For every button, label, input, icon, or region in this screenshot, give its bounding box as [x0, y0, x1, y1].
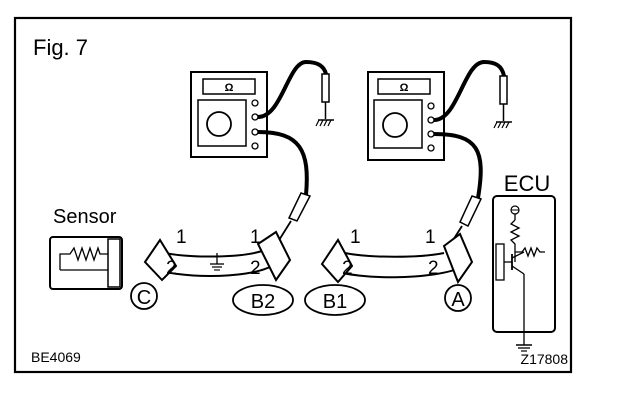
dial-panel — [197, 99, 247, 147]
dial-panel — [373, 99, 423, 149]
wire-harness-b1-a — [320, 232, 474, 285]
connector-housing — [256, 230, 292, 282]
test-probe — [459, 195, 483, 228]
pin-number: 1 — [425, 227, 436, 248]
figure-frame — [13, 16, 573, 374]
figure-code-left: BE4069 — [31, 349, 81, 365]
pin-number: 2 — [250, 258, 261, 279]
connector-b2-label: B2 — [251, 291, 275, 313]
terminal-jack — [427, 144, 435, 152]
ecu-label: ECU — [504, 171, 550, 196]
test-probe — [499, 75, 508, 105]
signal-test-lead — [433, 132, 483, 199]
pin-number: 2 — [166, 258, 177, 279]
connector-c-callout — [130, 282, 158, 310]
pin-number: 2 — [342, 258, 353, 279]
connector-a-callout — [444, 284, 472, 312]
sensor-component — [49, 236, 123, 290]
connector-a-label: A — [451, 289, 465, 311]
ground-test-lead — [433, 59, 506, 122]
figure-code-right: Z17808 — [521, 351, 569, 367]
pin-number: 2 — [428, 258, 439, 279]
figure-label: Fig. 7 — [33, 35, 88, 60]
connector-housing — [143, 238, 178, 282]
test-probe — [321, 73, 330, 103]
pin-number: 1 — [250, 227, 261, 248]
selector-knob — [382, 112, 408, 138]
ohm-symbol: Ω — [225, 82, 234, 94]
ground-icon — [516, 344, 532, 352]
test-probe — [287, 192, 312, 222]
pin-number: 1 — [176, 227, 187, 248]
ohm-symbol: Ω — [400, 82, 409, 94]
resistor-icon — [509, 219, 521, 252]
ohmmeter-left: Ω — [190, 71, 268, 158]
connector-c-label: C — [137, 287, 151, 309]
ecu-component — [492, 195, 556, 333]
terminal-jack — [251, 99, 259, 107]
terminal-jack — [251, 142, 259, 150]
ohmmeter-display — [202, 78, 256, 95]
ground-icon — [315, 119, 334, 127]
ground-icon — [493, 121, 512, 129]
terminal-jack — [427, 102, 435, 110]
ohmmeter-right: Ω — [367, 71, 445, 161]
ground-test-lead — [257, 59, 328, 119]
wire-harness-b2 — [143, 230, 292, 282]
signal-test-lead — [257, 130, 309, 196]
sensor-coil-icon — [59, 245, 108, 270]
connector-housing — [442, 232, 474, 285]
resistor-icon — [515, 246, 545, 258]
selector-knob — [206, 111, 232, 137]
pin-number: 1 — [350, 227, 361, 248]
connector-housing — [320, 238, 354, 284]
connector-b2-callout — [232, 284, 294, 316]
sensor-label: Sensor — [53, 206, 117, 228]
ground-icon — [210, 253, 224, 271]
connector-b1-callout — [304, 284, 366, 316]
ohmmeter-display — [377, 78, 431, 95]
connector-b1-label: B1 — [323, 291, 347, 313]
